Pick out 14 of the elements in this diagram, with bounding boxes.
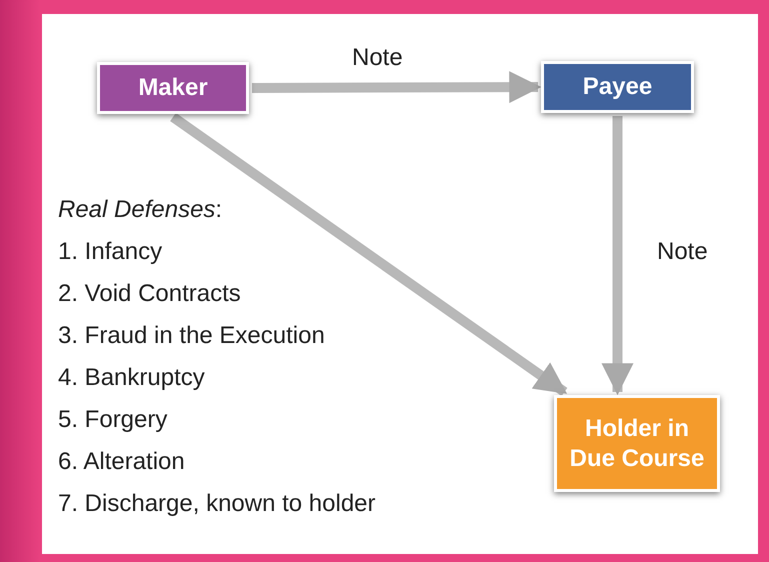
list-item: 4. Bankruptcy (58, 364, 205, 392)
list-item: 3. Fraud in the Execution (58, 322, 325, 350)
list-heading: Real Defenses: (58, 196, 222, 224)
arrow (602, 116, 634, 396)
arrow (170, 112, 568, 396)
arrow (252, 71, 542, 104)
list-item: 6. Alteration (58, 448, 185, 476)
list-item: 5. Forgery (58, 406, 168, 434)
list-item: 7. Discharge, known to holder (58, 490, 376, 518)
list-item: 1. Infancy (58, 238, 162, 266)
process-box: Holder in Due Course (554, 395, 720, 492)
process-box: Payee (541, 61, 694, 113)
process-box: Maker (97, 62, 249, 114)
list-item: 2. Void Contracts (58, 280, 241, 308)
